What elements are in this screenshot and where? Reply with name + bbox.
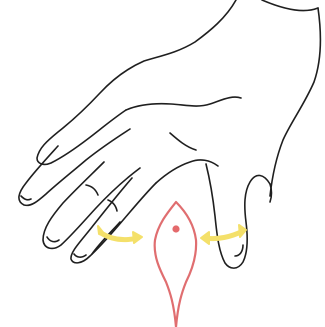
finger-middle [43, 162, 140, 248]
left-arrow-head-left [98, 226, 106, 236]
finger-ring-nail [74, 254, 86, 257]
finger-thumb [206, 164, 270, 268]
left-right-arrow-icon [201, 225, 246, 244]
finger-middle-knuckle [86, 185, 98, 195]
hand-back-contour [37, 0, 236, 164]
lip-shape-icon [155, 202, 196, 327]
finger-thumb-nail [235, 245, 243, 256]
finger-index-nail [21, 196, 31, 200]
finger-index [19, 129, 130, 205]
right-arrow-shaft [205, 231, 243, 239]
hand-right-edge [270, 8, 320, 196]
left-arrow-head-right [133, 232, 142, 243]
hand-top-edge [262, 0, 318, 11]
lip-dot [172, 225, 179, 232]
hand-outline-icon [19, 0, 320, 268]
finger-middle-nail [47, 237, 59, 242]
lip-outline [155, 202, 196, 327]
right-arrow-head-left [201, 232, 209, 244]
right-arrow-head-right [239, 225, 246, 237]
knuckle-line [126, 97, 241, 110]
palm-crease [170, 133, 196, 150]
